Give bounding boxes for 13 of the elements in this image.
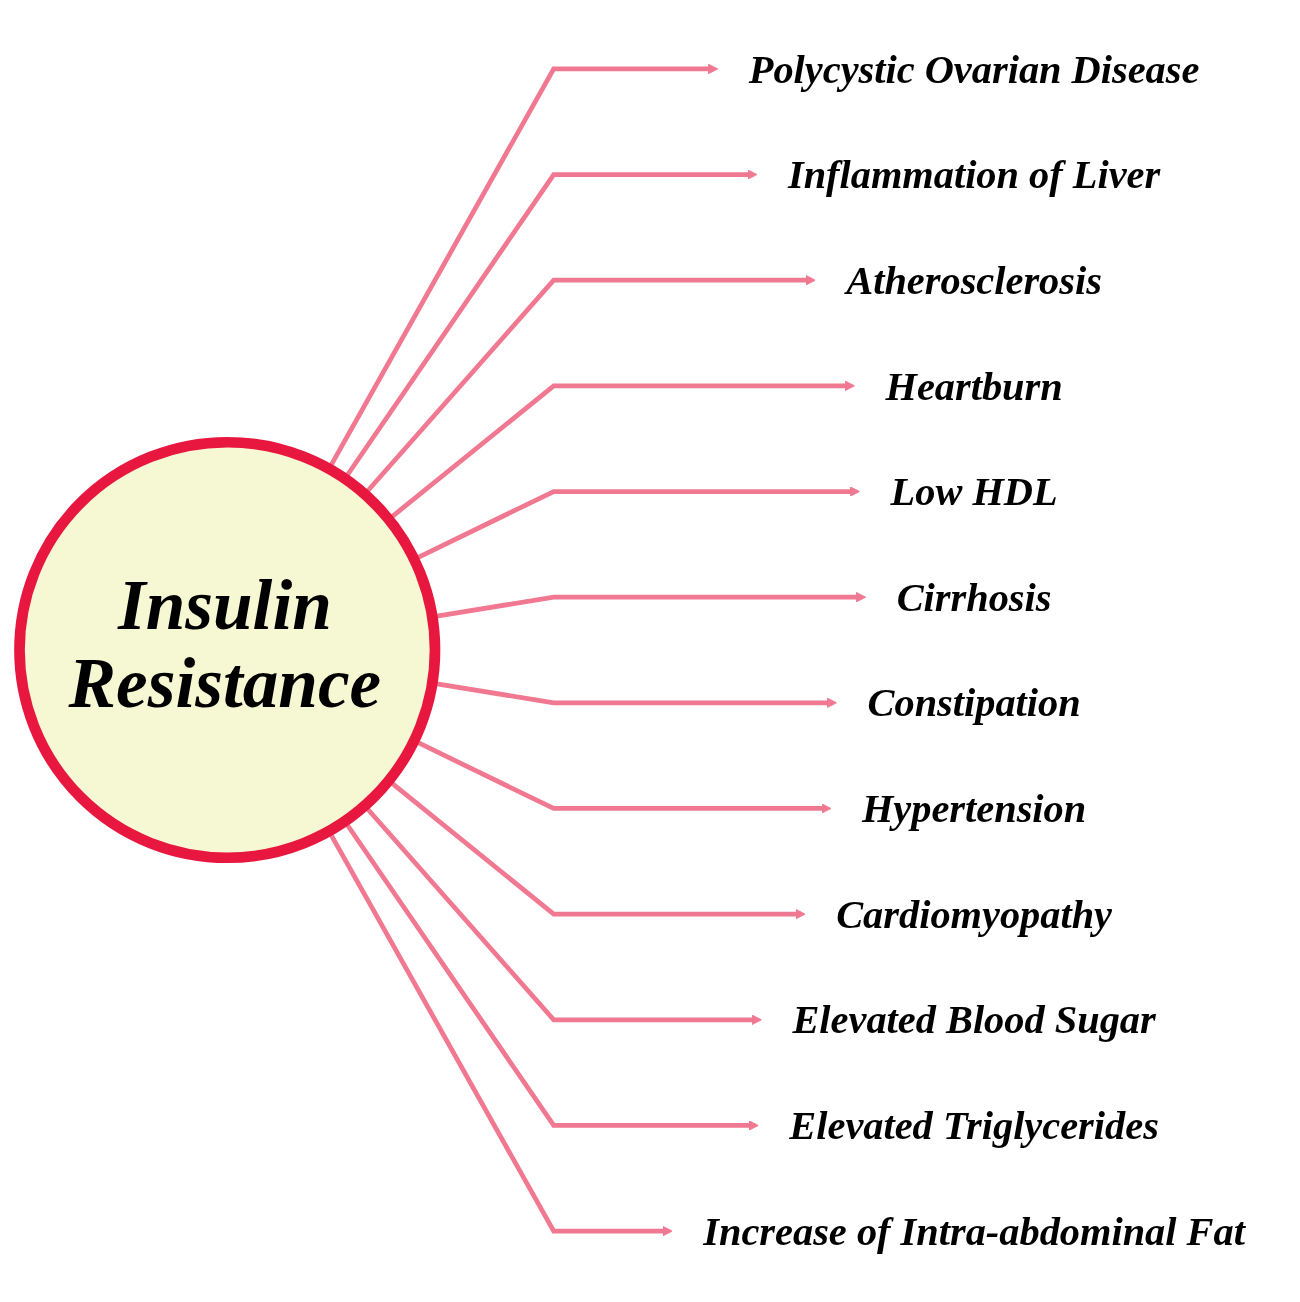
node-text: Cardiomyopathy [836,892,1112,937]
node-text: Polycystic Ovarian Disease [748,46,1200,91]
node-text: Inflammation of Liver [787,152,1161,197]
node-circle: Insulin Resistance [14,436,441,864]
node-text: Heartburn [885,363,1063,408]
node-text: Low HDL [890,469,1058,514]
node-text: Constipation [867,680,1081,725]
node-text: Hypertension [861,786,1087,831]
node-text: Elevated Blood Sugar [792,997,1156,1042]
node-text: Elevated Triglycerides [789,1103,1159,1148]
node-text: Atherosclerosis [846,258,1102,303]
node-text: Increase of Intra-abdominal Fat [703,1209,1245,1254]
node-text: Cirrhosis [896,575,1052,620]
